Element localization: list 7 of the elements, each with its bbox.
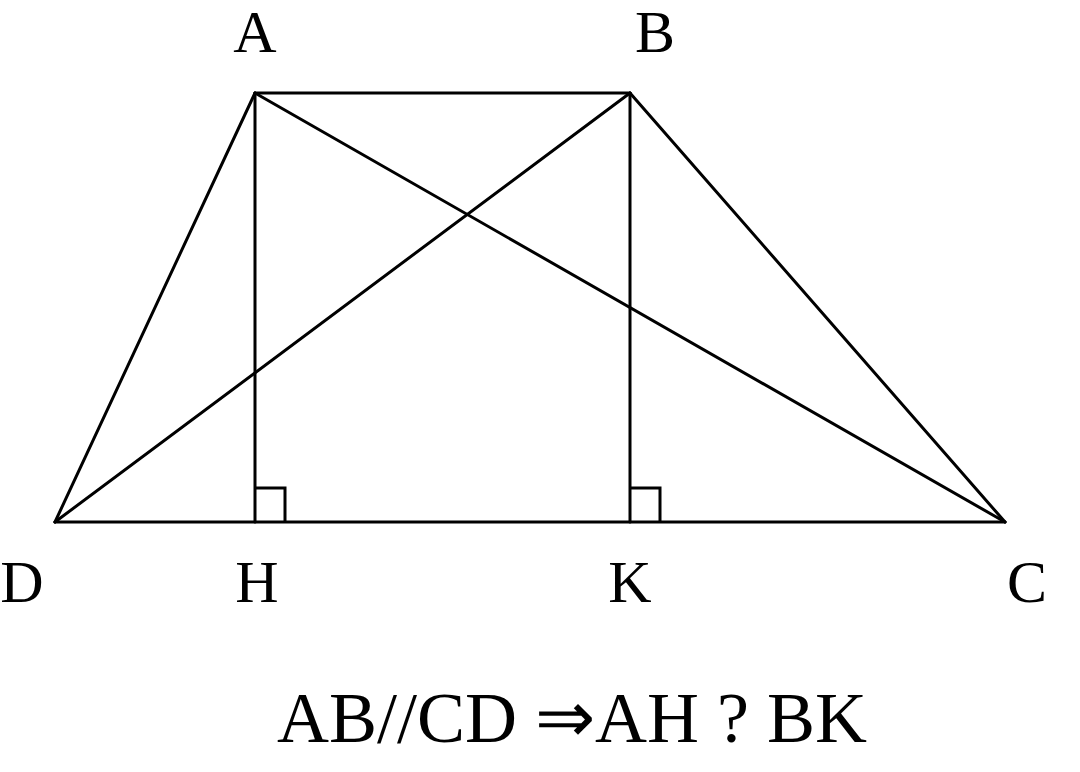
point-label: H [235, 552, 279, 612]
point-label: K [608, 552, 652, 612]
point-label: C [1007, 552, 1047, 612]
point-label: B [635, 2, 675, 62]
equation-text: AB//CD ⇒AH ? BK [277, 682, 867, 754]
point-label: A [233, 2, 277, 62]
point-label: D [0, 552, 44, 612]
